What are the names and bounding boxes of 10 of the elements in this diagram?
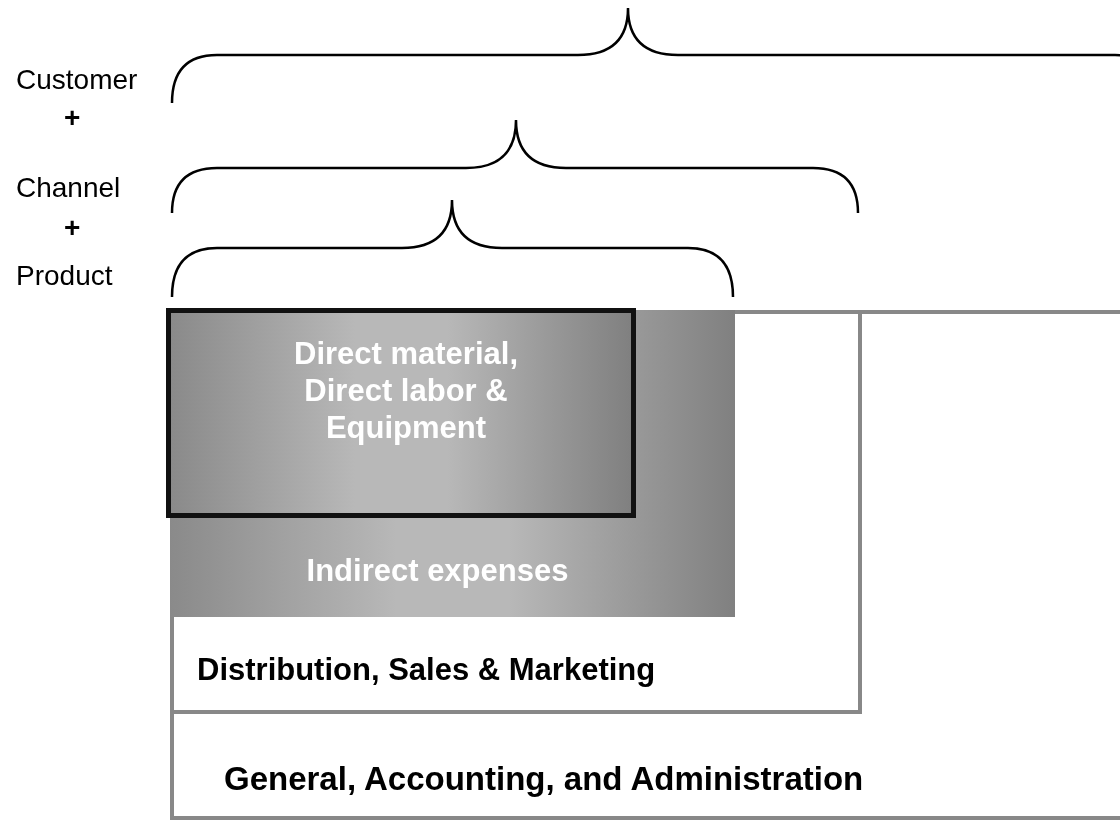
- plus-sign: +: [64, 104, 81, 132]
- plus-sign: +: [64, 214, 81, 242]
- box-label: Indirect expenses: [305, 552, 570, 590]
- box-label: Distribution, Sales & Marketing: [197, 651, 657, 689]
- box-label: Direct material, Direct labor & Equipment: [293, 335, 519, 447]
- level-label: Product: [16, 262, 113, 290]
- level-label: Customer: [16, 66, 138, 94]
- level-label: Channel: [16, 174, 121, 202]
- box-label: General, Accounting, and Administration: [224, 759, 865, 799]
- shaded-box: [166, 308, 636, 518]
